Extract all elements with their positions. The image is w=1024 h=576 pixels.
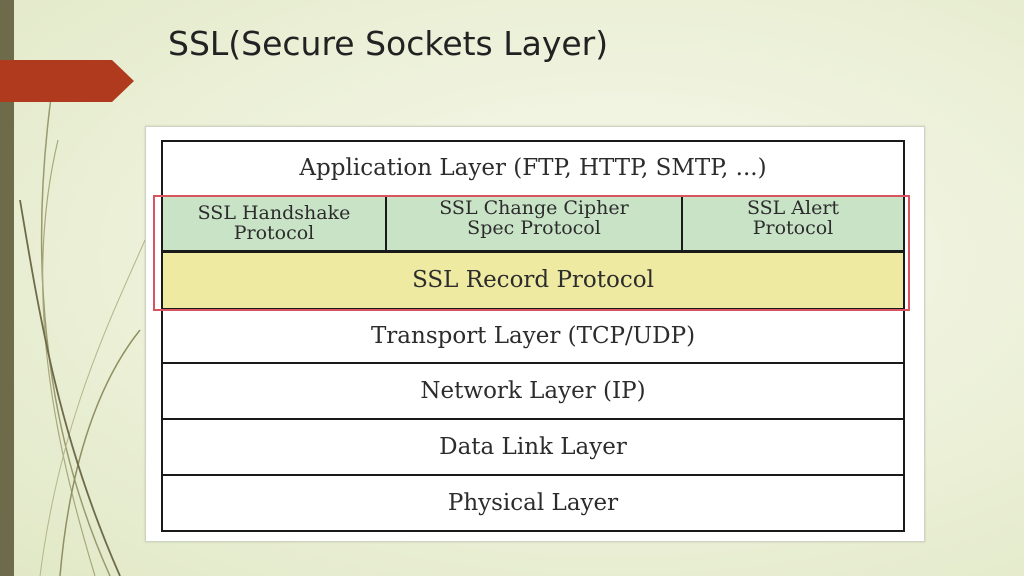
divider-ssl-record (163, 250, 903, 253)
ssl-alert-protocol: SSL Alert Protocol (683, 197, 903, 250)
application-layer-label: Application Layer (FTP, HTTP, SMTP, ...) (299, 155, 767, 182)
frame-right-edge (903, 140, 905, 532)
transport-layer-label: Transport Layer (TCP/UDP) (370, 322, 696, 349)
ssl-divider-1 (385, 195, 387, 251)
divider-network-datalink (163, 418, 903, 420)
ssl-record-protocol-label: SSL Record Protocol (412, 267, 654, 294)
slide-title: SSL(Secure Sockets Layer) (168, 24, 609, 63)
data-link-layer: Data Link Layer (163, 420, 903, 474)
application-layer: Application Layer (FTP, HTTP, SMTP, ...) (163, 142, 903, 195)
ssl-alert-line1: SSL Alert (746, 197, 840, 219)
decorative-lines (19, 89, 146, 576)
divider-datalink-physical (163, 474, 903, 476)
ssl-layer-diagram: Application Layer (FTP, HTTP, SMTP, ...)… (145, 126, 925, 542)
accent-arrow-shape (0, 60, 134, 102)
transport-layer: Transport Layer (TCP/UDP) (163, 310, 903, 362)
ssl-highlight-box (153, 195, 910, 311)
frame-left-edge (161, 140, 163, 532)
ssl-change-cipher-line2: Spec Protocol (467, 216, 601, 239)
divider-transport-network (163, 362, 903, 364)
ssl-handshake-line2: Protocol (233, 221, 315, 244)
physical-layer: Physical Layer (163, 476, 903, 530)
divider-top (163, 140, 903, 142)
network-layer: Network Layer (IP) (163, 364, 903, 418)
ssl-handshake-protocol: SSL Handshake Protocol (163, 197, 385, 250)
ssl-change-cipher-spec-protocol: SSL Change Cipher Spec Protocol (387, 197, 681, 250)
ssl-record-protocol: SSL Record Protocol (163, 253, 903, 308)
ssl-divider-2 (681, 195, 683, 251)
ssl-alert-line2: Protocol (752, 216, 834, 239)
network-layer-label: Network Layer (IP) (420, 377, 646, 404)
data-link-layer-label: Data Link Layer (439, 433, 627, 460)
divider-bottom (163, 530, 903, 532)
ssl-change-cipher-line1: SSL Change Cipher (439, 197, 629, 219)
ssl-handshake-line1: SSL Handshake (197, 201, 351, 224)
left-side-bar (0, 0, 14, 576)
physical-layer-label: Physical Layer (447, 489, 619, 516)
